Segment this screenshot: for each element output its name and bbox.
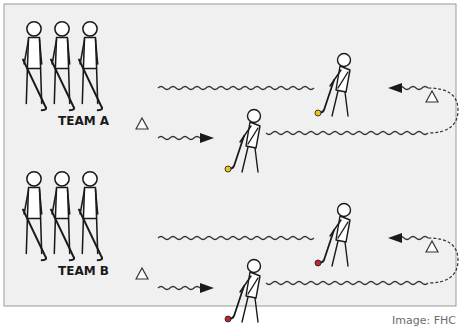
team-a-row [23, 22, 458, 172]
team-label: TEAM B [58, 264, 109, 278]
ball [315, 110, 321, 116]
team-b-row [23, 172, 458, 322]
team-label: TEAM A [58, 114, 109, 128]
ball [225, 316, 231, 322]
image-credit: Image: FHC [392, 314, 456, 327]
ball [315, 260, 321, 266]
ball [225, 166, 231, 172]
